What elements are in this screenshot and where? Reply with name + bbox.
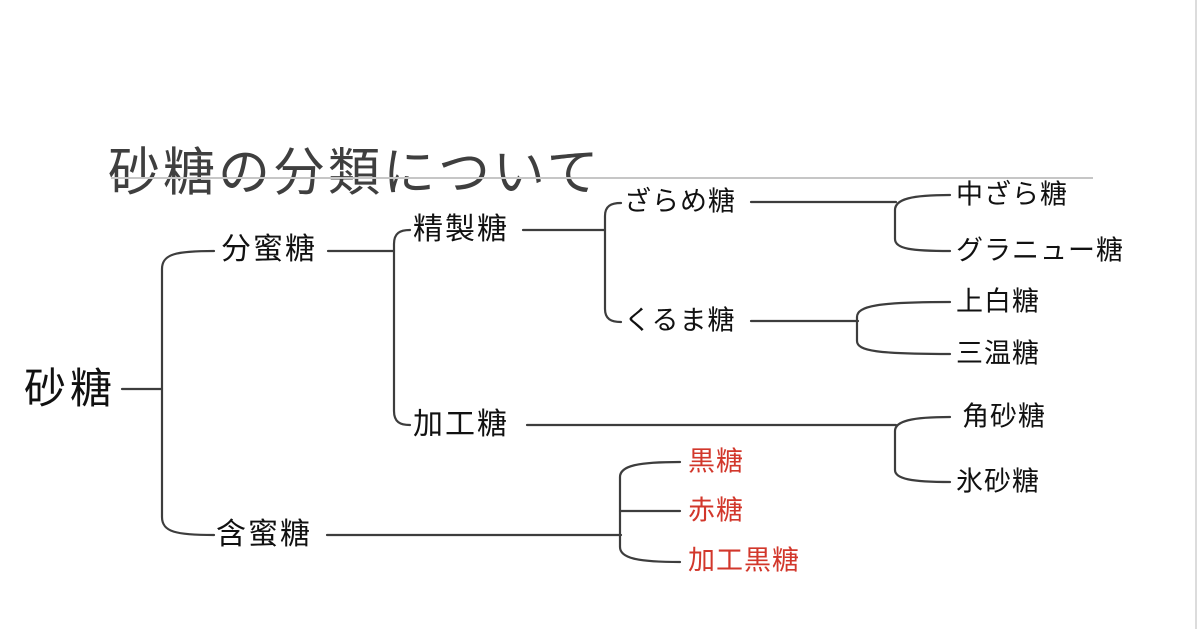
node-kuruma-sugar: くるま糖: [624, 305, 736, 336]
node-kokuto-black-sugar: 黒糖: [688, 446, 744, 477]
connector-kuruma-bracket: [855, 300, 952, 356]
title-underline: [111, 177, 1093, 179]
node-processed-black-sugar: 加工黒糖: [688, 545, 800, 576]
node-granulated-sugar: グラニュー糖: [956, 235, 1124, 266]
node-rock-sugar: 氷砂糖: [956, 466, 1040, 497]
node-johaku-sugar: 上白糖: [956, 286, 1040, 317]
node-refined-sugar: 精製糖: [413, 213, 509, 246]
node-processed-sugar: 加工糖: [413, 408, 509, 441]
connector-level1-bracket: [160, 249, 216, 537]
node-sugar-root: 砂糖: [24, 365, 117, 412]
connector-level2-bracket: [392, 228, 412, 427]
node-akato-red-sugar: 赤糖: [688, 495, 744, 526]
page-title: 砂糖の分類について: [108, 144, 602, 203]
screenshot-right-edge-line: [1195, 0, 1197, 629]
node-sanon-sugar: 三温糖: [956, 338, 1040, 369]
node-cube-sugar: 角砂糖: [962, 401, 1046, 432]
connector-kako-bracket: [893, 415, 952, 484]
connector-seisei-bracket: [603, 201, 623, 324]
node-chuzara-sugar: 中ざら糖: [956, 179, 1068, 210]
node-centrifugal-sugar: 分蜜糖: [221, 233, 317, 266]
node-non-centrifugal-sugar: 含蜜糖: [216, 518, 312, 551]
connector-zarame-bracket: [893, 193, 952, 253]
node-zarame-sugar: ざらめ糖: [624, 186, 736, 217]
